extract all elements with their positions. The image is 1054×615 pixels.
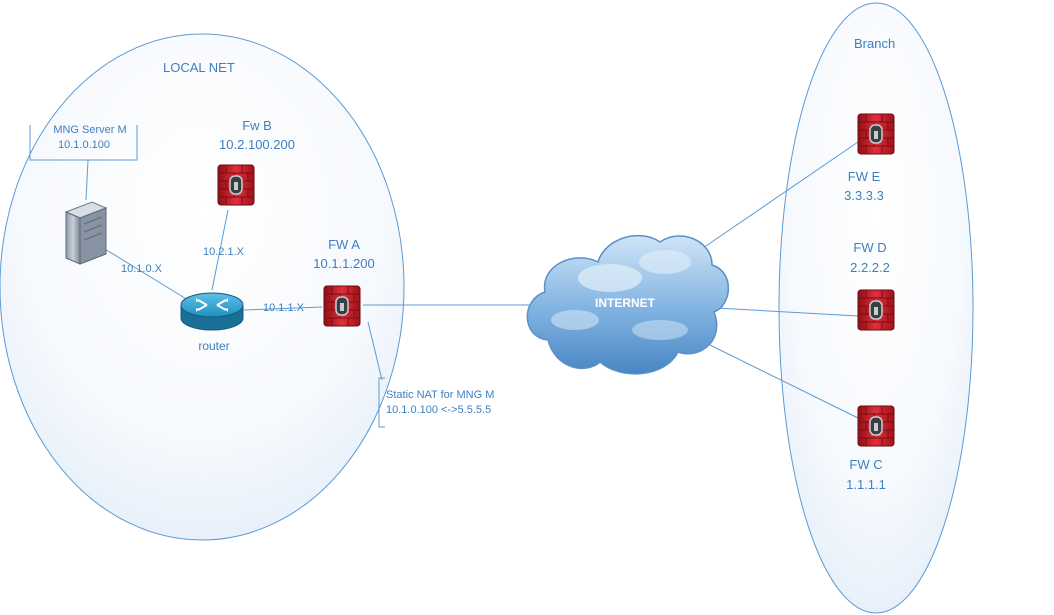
router-icon	[180, 292, 244, 331]
fwa-ip: 10.1.1.200	[313, 256, 375, 271]
fwa-name: FW A	[328, 237, 360, 252]
link-fwb-router	[211, 209, 229, 291]
cloud-icon	[526, 234, 729, 375]
firewall-icon-fwd	[857, 289, 895, 331]
mng-server-ip: 10.1.0.100	[58, 139, 110, 151]
internet-label: INTERNET	[595, 296, 655, 310]
local-net-ellipse	[0, 33, 405, 541]
mng-label-bracket	[29, 125, 138, 161]
server-icon	[64, 201, 108, 265]
fwd-ip: 2.2.2.2	[850, 260, 890, 275]
link-fwa-annotation	[367, 321, 383, 381]
link-label-router-fwa: 10.1.1.X	[263, 302, 304, 314]
link-server-router	[99, 245, 189, 301]
fwb-name: Fw B	[242, 118, 272, 133]
mng-server-name: MNG Server M	[53, 124, 127, 136]
local-net-label: LOCAL NET	[163, 60, 235, 75]
fwe-name: FW E	[847, 169, 881, 184]
nat-annotation-bracket	[378, 377, 385, 428]
fwd-name: FW D	[853, 240, 887, 255]
link-internet-fwe	[702, 141, 859, 249]
link-label-server	[85, 159, 89, 201]
router-label: router	[198, 339, 230, 353]
branch-label: Branch	[854, 36, 896, 51]
firewall-icon-fwb	[217, 164, 255, 206]
link-label-fwb-router: 10.2.1.X	[203, 246, 244, 258]
fwb-ip: 10.2.100.200	[219, 137, 295, 152]
link-router-fwa	[243, 306, 323, 311]
nat-annotation-line1: Static NAT for MNG M	[386, 389, 495, 401]
link-internet-fwd	[715, 307, 859, 317]
firewall-icon-fwa	[323, 285, 361, 327]
firewall-icon-fwc	[857, 405, 895, 447]
firewall-icon-fwe	[857, 113, 895, 155]
fwc-ip: 1.1.1.1	[846, 477, 886, 492]
fwe-ip: 3.3.3.3	[844, 188, 884, 203]
link-label-server-router: 10.1.0.X	[121, 263, 162, 275]
nat-annotation-line2: 10.1.0.100 <->5.5.5.5	[386, 404, 492, 416]
fwc-name: FW C	[849, 457, 883, 472]
link-internet-fwc	[709, 344, 859, 419]
